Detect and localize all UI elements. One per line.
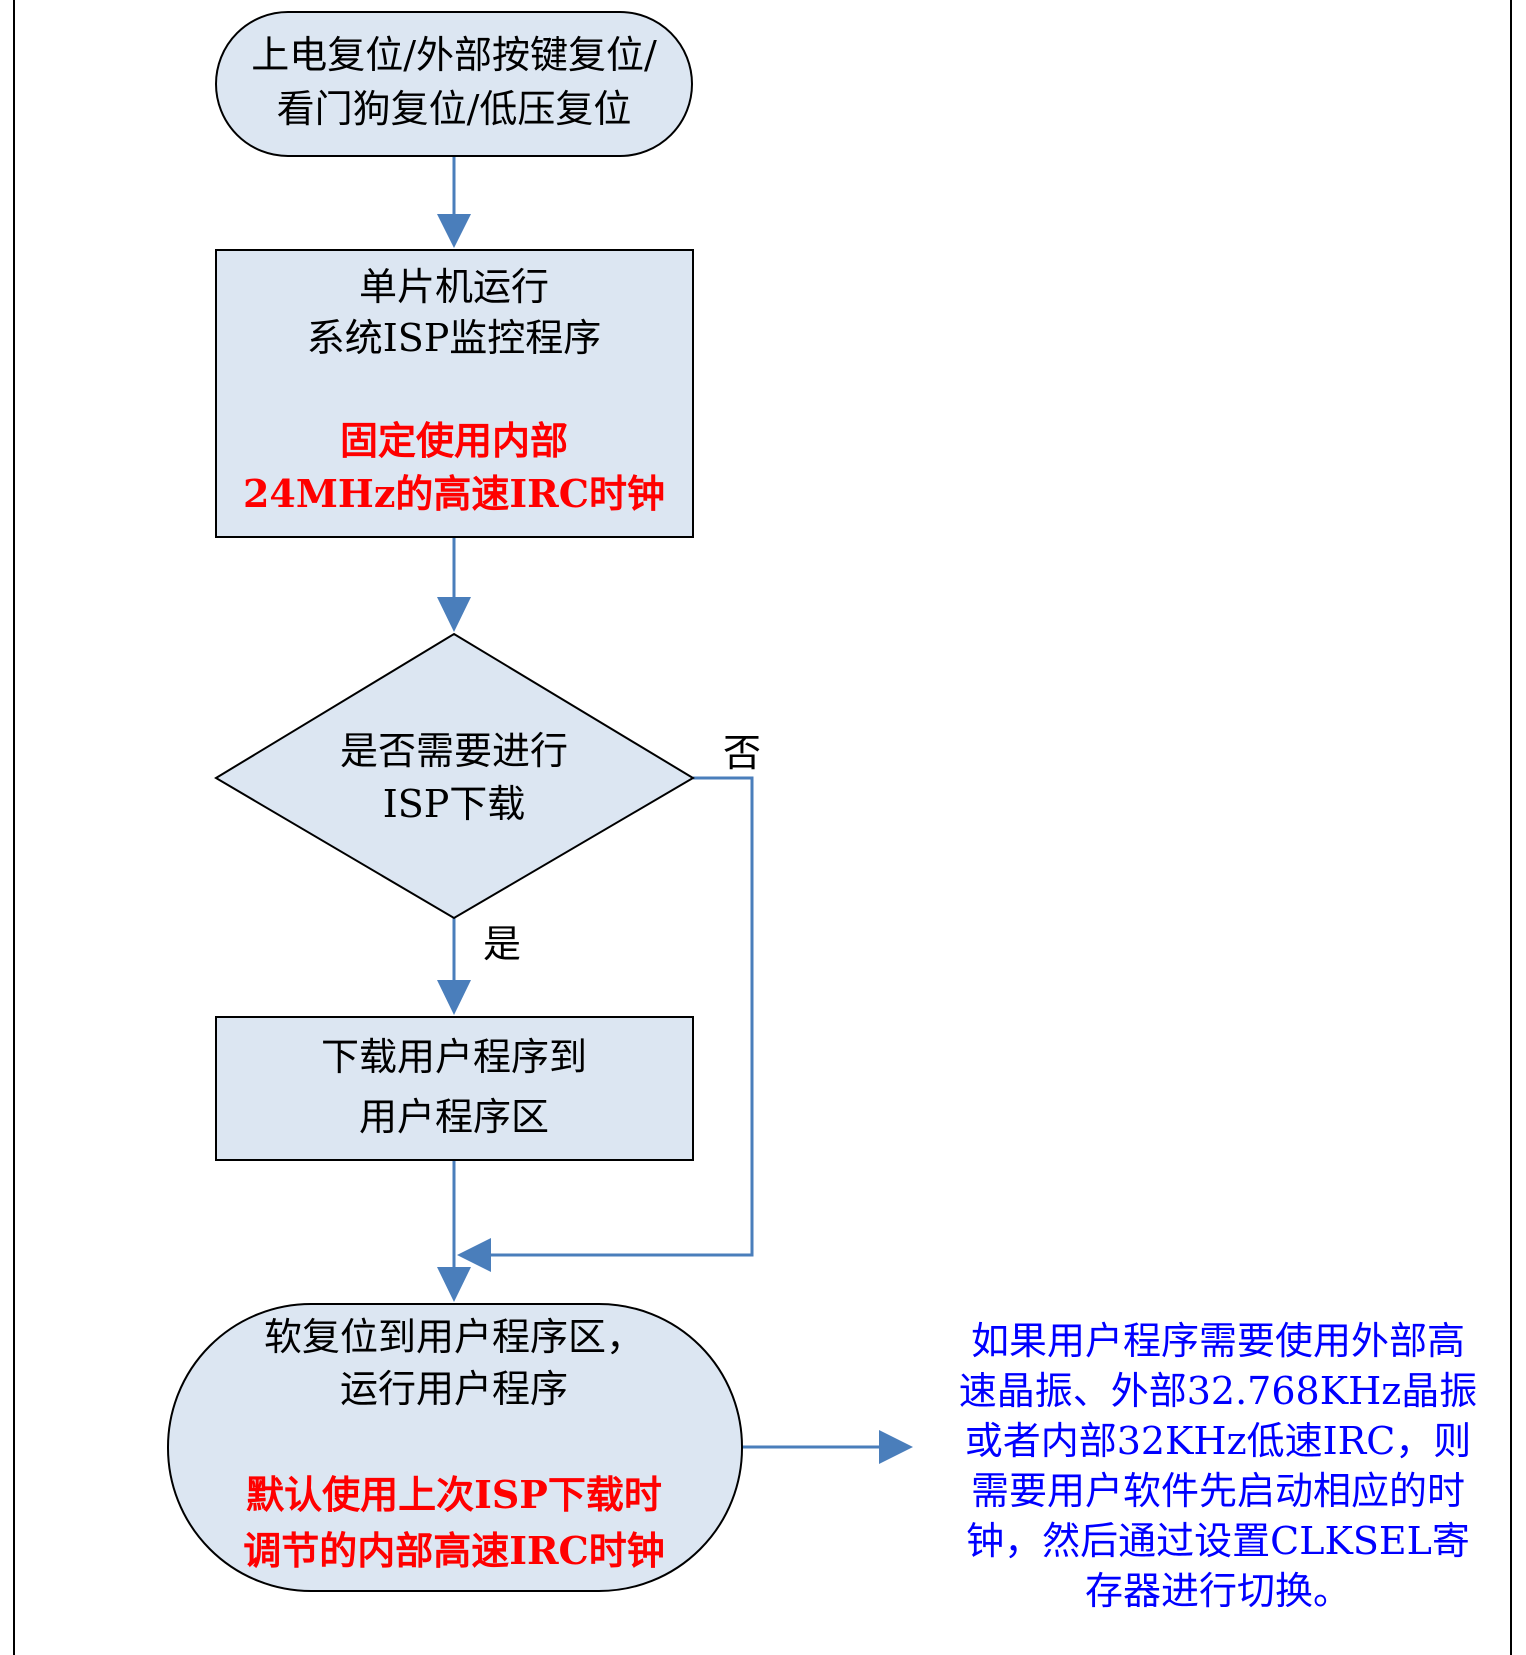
- arrowhead-monitor-to-decision: [437, 597, 471, 632]
- arrowhead-user-to-note: [879, 1430, 913, 1464]
- note-line-4: 需要用户软件先启动相应的时: [971, 1469, 1465, 1513]
- connector-decision-no-branch: [490, 776, 754, 1257]
- start-text-line-1: 上电复位/外部按键复位/: [251, 33, 657, 77]
- note-line-6: 存器进行切换。: [1085, 1569, 1351, 1613]
- isp-monitor-highlight-line-2: 24MHz的高速IRC时钟: [243, 471, 665, 516]
- user-program-text-line-1: 软复位到用户程序区，: [264, 1315, 644, 1359]
- download-text-line-2: 用户程序区: [359, 1095, 549, 1139]
- arrowhead-start-to-monitor: [437, 214, 471, 248]
- arrowhead-no-branch: [457, 1238, 491, 1272]
- user-program-text-line-2: 运行用户程序: [340, 1367, 568, 1411]
- arrowhead-decision-to-download: [437, 980, 471, 1015]
- edge-label-no: 否: [723, 731, 761, 775]
- note-line-5: 钟，然后通过设置CLKSEL寄: [966, 1519, 1470, 1563]
- node-user-program: 软复位到用户程序区， 运行用户程序 默认使用上次ISP下载时 调节的内部高速IR…: [167, 1303, 743, 1592]
- note-line-2: 速晶振、外部32.768KHz晶振: [959, 1369, 1478, 1413]
- edge-label-yes: 是: [483, 922, 521, 966]
- isp-decision-text-line-1: 是否需要进行: [340, 729, 568, 773]
- isp-monitor-highlight-line-1: 固定使用内部: [340, 418, 568, 463]
- note-line-1: 如果用户程序需要使用外部高: [971, 1319, 1465, 1363]
- clock-switch-note: 如果用户程序需要使用外部高 速晶振、外部32.768KHz晶振 或者内部32KH…: [959, 1319, 1478, 1613]
- download-text-line-1: 下载用户程序到: [321, 1035, 587, 1079]
- isp-decision-text-line-2: ISP下载: [383, 782, 526, 826]
- user-program-highlight-line-2: 调节的内部高速IRC时钟: [243, 1528, 665, 1573]
- node-download: 下载用户程序到 用户程序区: [215, 1016, 694, 1161]
- node-isp-monitor: 单片机运行 系统ISP监控程序 固定使用内部 24MHz的高速IRC时钟: [215, 249, 694, 538]
- user-program-highlight-line-1: 默认使用上次ISP下载时: [246, 1472, 662, 1517]
- isp-monitor-text-line-2: 系统ISP监控程序: [307, 316, 602, 360]
- note-line-3: 或者内部32KHz低速IRC，则: [965, 1419, 1472, 1463]
- arrowhead-download-to-user: [437, 1267, 471, 1302]
- isp-decision-diamond-shape: [214, 632, 695, 920]
- start-text-line-2: 看门狗复位/低压复位: [277, 87, 632, 131]
- node-start: 上电复位/外部按键复位/ 看门狗复位/低压复位: [215, 11, 693, 157]
- start-terminator-shape: [215, 11, 693, 157]
- isp-monitor-text-line-1: 单片机运行: [359, 265, 549, 309]
- download-process-shape: [215, 1016, 694, 1161]
- connectors: [437, 156, 913, 1464]
- node-isp-decision: 是否需要进行 ISP下载: [214, 632, 695, 920]
- user-program-terminator-shape: [167, 1303, 743, 1592]
- isp-monitor-process-shape: [215, 249, 694, 538]
